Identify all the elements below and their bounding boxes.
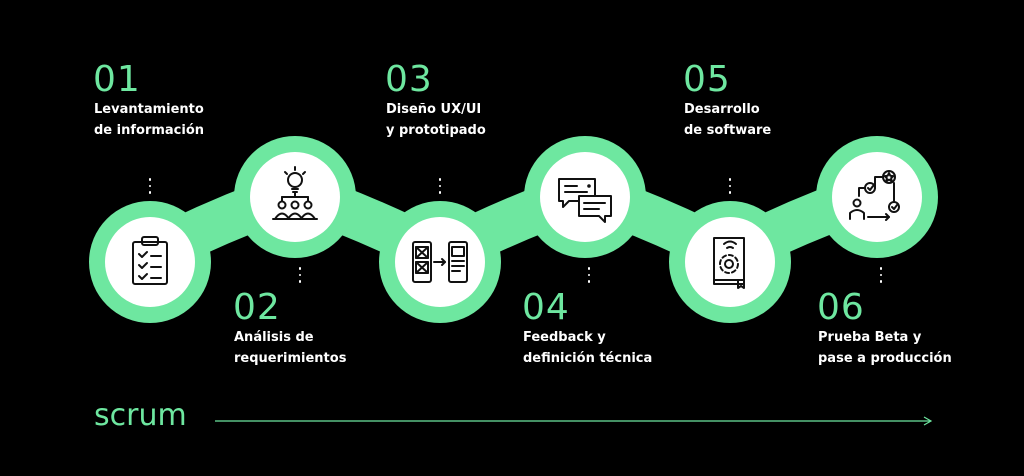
step-1-label: Levantamiento de información <box>94 99 204 141</box>
step-4-label: Feedback y definición técnica <box>523 327 652 369</box>
clipboard-checklist-icon <box>132 236 168 285</box>
step-3-label-line1: Diseño UX/UI <box>386 102 482 117</box>
step-1-label-line1: Levantamiento <box>94 102 204 117</box>
step-2-label-line1: Análisis de <box>234 330 314 345</box>
step-5-disc <box>685 217 775 307</box>
chat-bubbles-icon <box>558 178 612 223</box>
step-6-number: 06 <box>817 287 865 328</box>
step-4-label-line2: definición técnica <box>523 351 653 366</box>
arrow-right-icon <box>215 416 933 426</box>
step-3-label-line2: y prototipado <box>386 123 486 138</box>
step-6-connector-dots <box>879 267 883 283</box>
workflow-approval-icon <box>849 170 900 221</box>
step-1-number: 01 <box>93 59 141 100</box>
step-4-connector-dots <box>587 267 591 283</box>
wireframe-prototype-icon <box>412 241 468 283</box>
step-3-connector-dots <box>438 178 442 194</box>
software-book-gear-icon <box>713 237 745 289</box>
step-3-label: Diseño UX/UI y prototipado <box>386 99 486 141</box>
step-2-label-line2: requerimientos <box>234 351 347 366</box>
step-1-connector-dots <box>148 178 152 194</box>
step-5-connector-dots <box>728 178 732 194</box>
step-1-label-line2: de información <box>94 123 205 138</box>
step-5-label-line2: de software <box>684 123 772 138</box>
step-6-label-line1: Prueba Beta y <box>818 330 922 345</box>
step-2-label: Análisis de requerimientos <box>234 327 346 369</box>
step-3-number: 03 <box>385 59 433 100</box>
step-2-connector-dots <box>298 267 302 283</box>
scrum-label: scrum <box>94 398 187 433</box>
step-4-number: 04 <box>522 287 570 328</box>
idea-team-icon <box>272 166 318 220</box>
step-6-disc <box>832 152 922 242</box>
step-4-label-line1: Feedback y <box>523 330 606 345</box>
step-5-number: 05 <box>683 59 731 100</box>
step-6-label-line2: pase a producción <box>818 351 952 366</box>
step-5-label: Desarrollo de software <box>684 99 771 141</box>
step-2-number: 02 <box>233 287 281 328</box>
step-5-label-line1: Desarrollo <box>684 102 760 117</box>
step-6-label: Prueba Beta y pase a producción <box>818 327 952 369</box>
step-1-disc <box>105 217 195 307</box>
